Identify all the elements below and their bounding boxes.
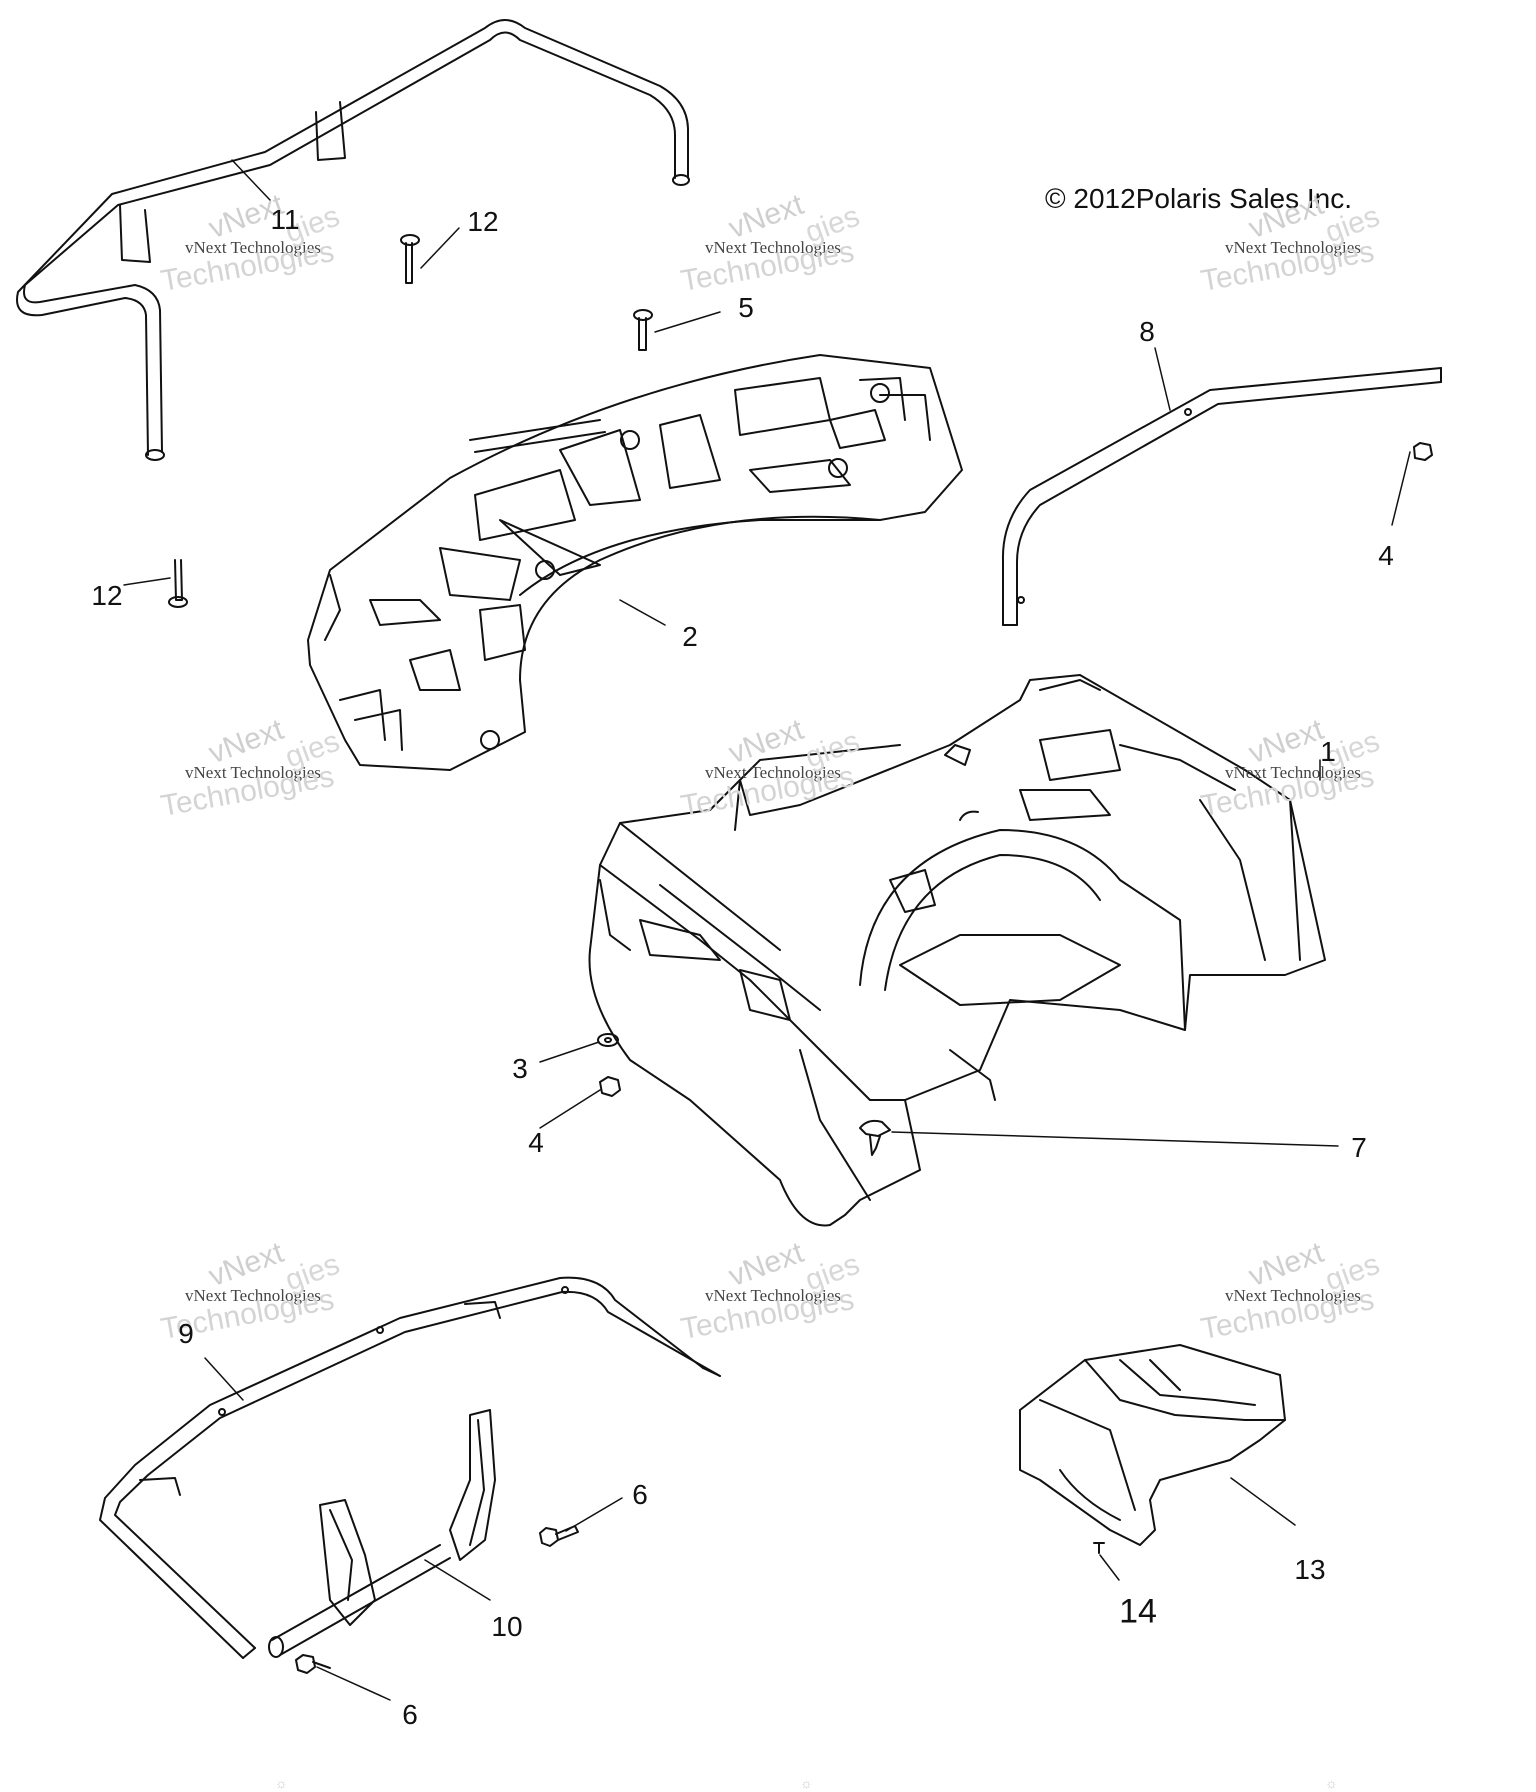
part-9-lower-rail [99,1276,721,1659]
part-7-push-rivet [859,1119,891,1156]
callout-label: 14 [1119,1592,1157,1631]
part-4-nut-center [599,1076,621,1097]
part-3-washer [597,1033,619,1047]
footer-mark: ☼ [800,1775,813,1791]
part-6-bolt-right [539,1525,579,1547]
footer-mark: ☼ [275,1775,288,1791]
part-6-bolt-left [295,1654,331,1674]
part-8-side-rail [1001,367,1442,626]
copyright-text: © 2012Polaris Sales Inc. [1045,183,1353,214]
part-1-rear-fender [588,674,1326,1227]
callout-label: 9 [178,1318,194,1349]
callout-label: 4 [1378,540,1394,571]
callout-label: 8 [1139,316,1155,347]
callout-label: 6 [632,1479,648,1510]
callout-label: 7 [1351,1132,1367,1163]
part-12-bolt-left [168,559,188,608]
callout-label: 4 [528,1127,544,1158]
part-10-bracket [268,1409,496,1658]
callout-label: 3 [512,1053,528,1084]
callout-label: 13 [1294,1554,1326,1585]
part-13-side-panel [1019,1344,1286,1546]
callout-label: 12 [91,580,123,611]
part-14-screw [1093,1542,1105,1554]
footer-mark: ☼ [1325,1775,1338,1791]
part-5-bolt [633,309,653,351]
callout-label: 11 [270,204,300,235]
callout-label: 10 [491,1611,523,1642]
callout-label: 2 [682,621,698,652]
part-11-rack-rail [16,19,690,461]
part-12-bolt-top [400,234,420,284]
callout-label: 5 [738,292,754,323]
callout-label: 1 [1320,736,1336,767]
part-2-rack-plate [307,354,963,771]
leader-lines [123,159,1411,1701]
callout-label: 12 [467,206,499,237]
callout-label: 6 [402,1699,418,1730]
part-4-nut-right [1413,442,1433,461]
